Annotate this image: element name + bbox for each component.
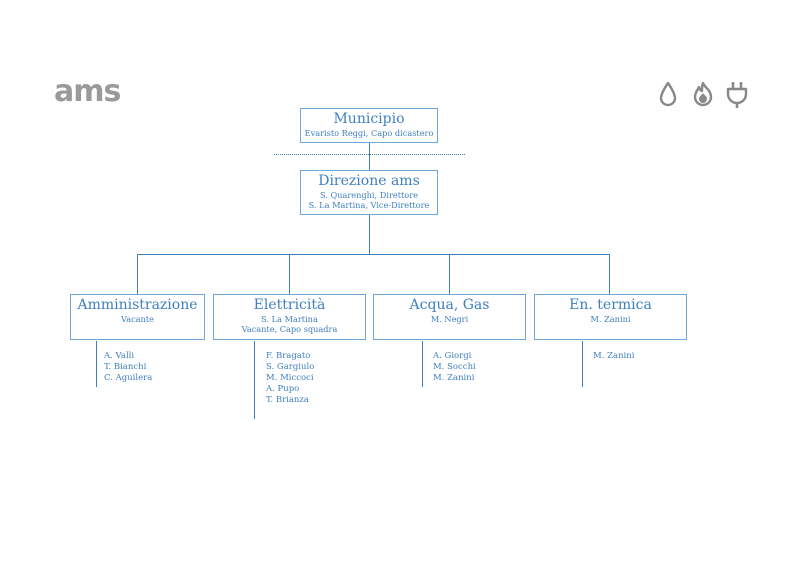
municipio-line: Evaristo Reggi, Capo dicastero xyxy=(304,128,434,138)
staff-name: A. Valli xyxy=(104,351,135,361)
dept-en-termica-box: En. termica M. Zanini xyxy=(534,294,687,340)
staff-name: T. Brianza xyxy=(266,395,309,405)
dept-line: Vacante xyxy=(121,314,154,324)
utility-icons xyxy=(657,80,749,110)
staff-list-amministrazione: A. Valli T. Bianchi C. Aguilera xyxy=(104,351,152,384)
dept-title: Acqua, Gas xyxy=(409,297,490,313)
staff-name: A. Pupo xyxy=(266,384,300,394)
staff-list-elettricita: F. Bragato S. Gargiulo M. Miccoci A. Pup… xyxy=(266,351,314,406)
electric-plug-icon xyxy=(726,82,748,108)
connector-horizontal xyxy=(137,254,610,255)
staff-name: A. Giorgi xyxy=(433,351,472,361)
dept-title: En. termica xyxy=(569,297,652,313)
direzione-line-1: S. Quarenghi, Direttore xyxy=(320,190,418,200)
staff-name: M. Zanini xyxy=(433,373,475,383)
staff-list-en-termica: M. Zanini xyxy=(593,351,634,362)
dept-line: M. Negri xyxy=(430,314,469,324)
staff-name: C. Aguilera xyxy=(104,373,153,383)
connector-dept-acqua-gas xyxy=(449,254,450,294)
staff-name: F. Bragato xyxy=(266,351,311,361)
staff-name: T. Bianchi xyxy=(104,362,147,372)
municipio-box: Municipio Evaristo Reggi, Capo dicastero xyxy=(300,108,438,143)
flame-icon xyxy=(693,81,713,107)
staff-line-en-termica xyxy=(582,341,583,387)
connector-direzione-down xyxy=(369,215,370,255)
connector-dept-elettricita xyxy=(289,254,290,294)
staff-line-acqua-gas xyxy=(422,341,423,387)
ams-logo: ams xyxy=(54,74,121,109)
dept-title: Elettricità xyxy=(253,297,326,313)
dept-amministrazione-box: Amministrazione Vacante xyxy=(70,294,205,340)
staff-name: M. Zanini xyxy=(593,351,635,361)
staff-name: M. Miccoci xyxy=(266,373,314,383)
direzione-line-2: S. La Martina, Vice-Direttore xyxy=(308,200,430,210)
dept-line: M. Zanini xyxy=(590,314,631,324)
staff-name: S. Gargiulo xyxy=(266,362,315,372)
dept-elettricita-box: Elettricità S. La Martina Vacante, Capo … xyxy=(213,294,366,340)
dotted-separator xyxy=(274,154,465,155)
direzione-title: Direzione ams xyxy=(318,173,420,189)
staff-name: M. Socchi xyxy=(433,362,476,372)
connector-dept-amministrazione xyxy=(137,254,138,294)
water-drop-icon xyxy=(659,81,677,107)
dept-acqua-gas-box: Acqua, Gas M. Negri xyxy=(373,294,526,340)
connector-municipio-direzione xyxy=(369,143,370,170)
connector-dept-en-termica xyxy=(609,254,610,294)
staff-line-elettricita xyxy=(254,341,255,419)
municipio-title: Municipio xyxy=(333,111,405,127)
dept-title: Amministrazione xyxy=(77,297,198,313)
staff-line-amministrazione xyxy=(96,341,97,387)
dept-line: S. La Martina xyxy=(261,314,318,324)
staff-list-acqua-gas: A. Giorgi M. Socchi M. Zanini xyxy=(433,351,476,384)
direzione-box: Direzione ams S. Quarenghi, Direttore S.… xyxy=(300,170,438,215)
dept-line: Vacante, Capo squadra xyxy=(241,324,338,334)
